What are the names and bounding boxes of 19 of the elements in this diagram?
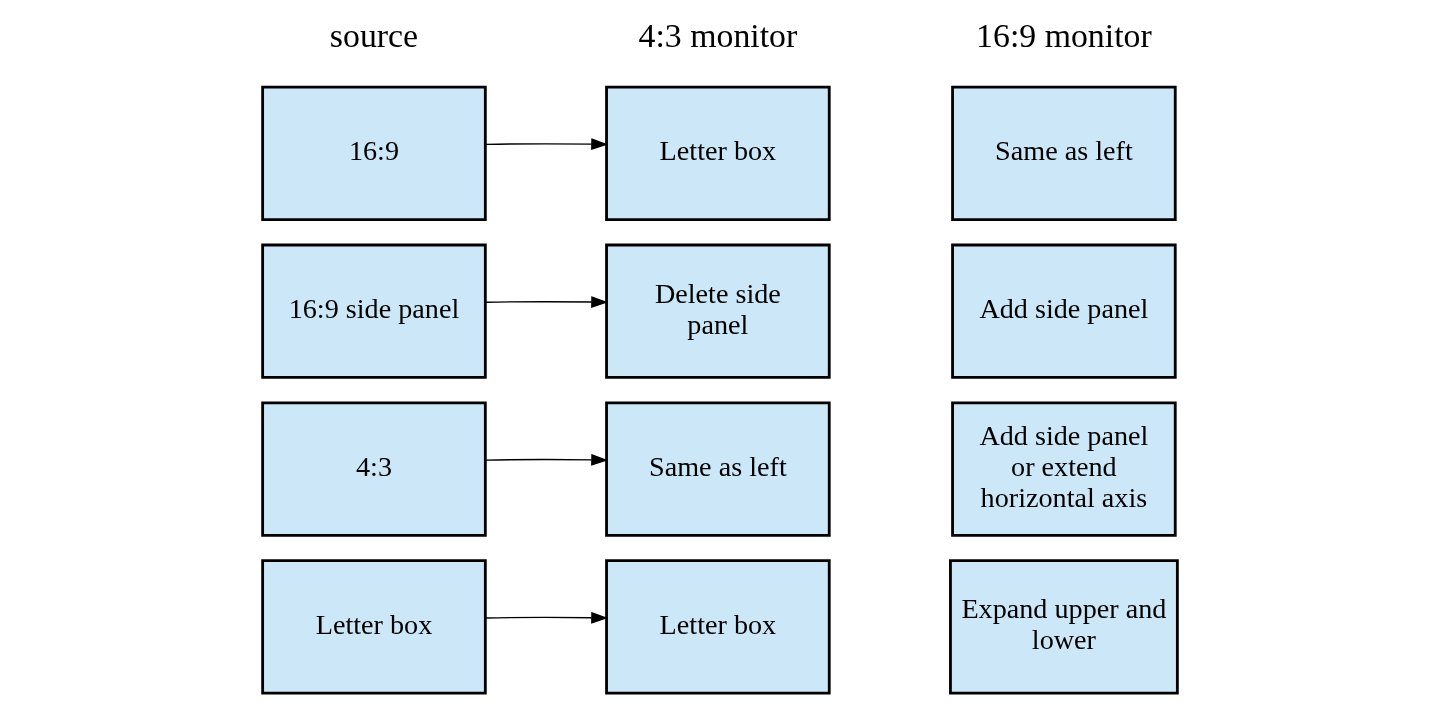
node-box: Add side panel [950,243,1177,379]
node-box: Expand upper and lower [948,559,1179,695]
label: 16:9 monitor [975,16,1152,54]
label: source [329,16,418,54]
arrow [484,453,608,466]
node-box: Add side panel or extend horizontal axis [950,401,1177,537]
node-box: Delete side panel [604,243,831,379]
node-box: 4:3 [260,401,487,537]
node-box: Letter box [604,559,831,695]
node-box: Same as left [950,85,1177,221]
arrow [484,611,608,624]
node-box: Same as left [604,401,831,537]
arrow [484,138,608,151]
node-box: Letter box [604,85,831,221]
node-box: Letter box [260,559,487,695]
arrow [484,296,608,308]
label: 4:3 monitor [638,16,797,54]
node-box: 16:9 side panel [260,243,487,379]
node-box: 16:9 [260,85,487,221]
